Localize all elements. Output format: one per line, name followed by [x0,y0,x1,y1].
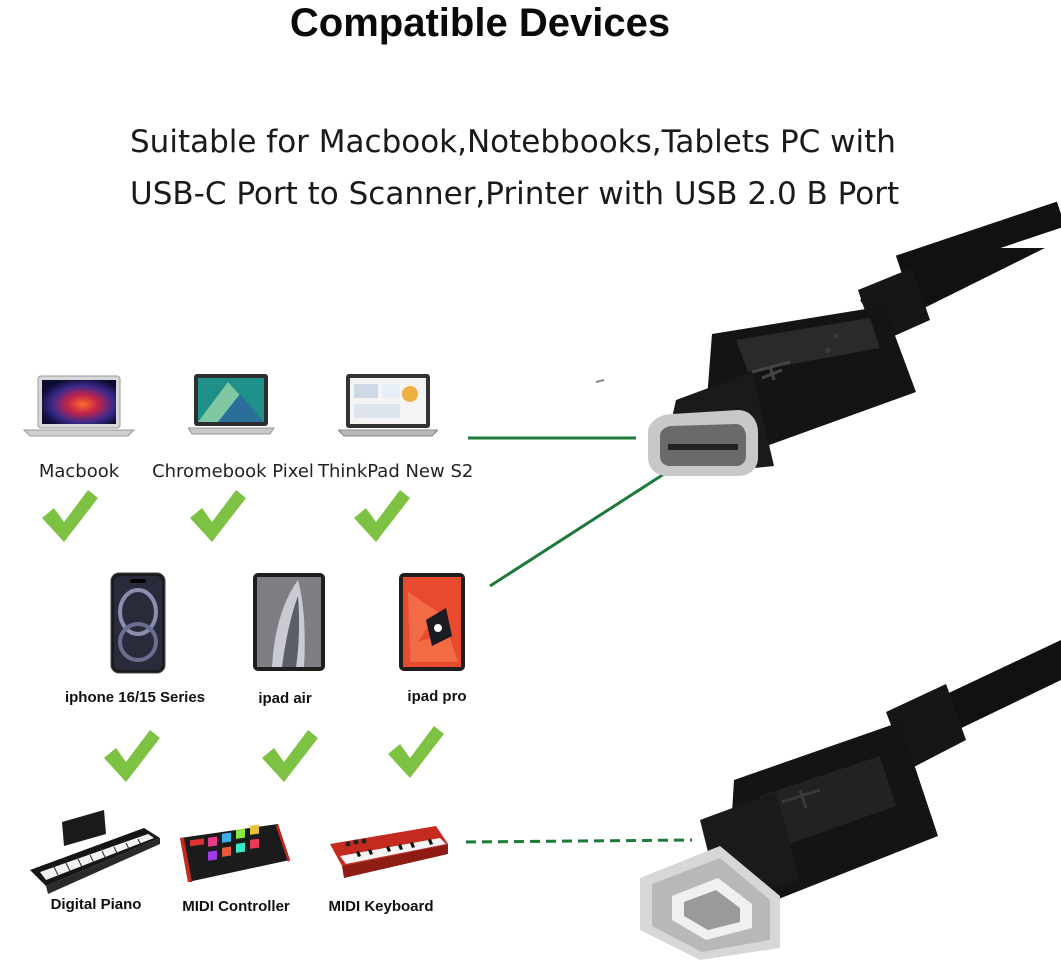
usb-b-connector [640,640,1061,960]
connector-line-instruments [465,838,693,844]
midi-controller-label: MIDI Controller [182,898,290,915]
midi-keyboard-label: MIDI Keyboard [328,898,434,915]
ipad-air-image [252,572,326,672]
check-icon [102,728,160,782]
iphone-label: iphone 16/15 Series [64,689,206,706]
thinkpad-label: ThinkPad New S2 [318,461,474,482]
digital-piano-label: Digital Piano [50,896,142,913]
thinkpad-image [338,372,438,438]
ipad-pro-label: ipad pro [407,688,467,705]
midi-controller-image [178,820,292,884]
midi-keyboard-image [326,822,450,884]
check-icon [386,724,444,778]
description-line-1: Suitable for Macbook,Notebbooks,Tablets … [130,124,896,160]
iphone-image [110,572,166,674]
check-icon [352,488,410,542]
check-icon [40,488,98,542]
usb-c-connector [648,200,1061,476]
check-icon [188,488,246,542]
digital-piano-image [26,806,162,896]
ipad-pro-image [398,572,466,672]
macbook-image [22,372,136,438]
check-icon [260,728,318,782]
page-title: Compatible Devices [289,1,671,45]
ipad-air-label: ipad air [258,690,312,707]
connector-line-tablets [489,472,665,588]
description-line-2: USB-C Port to Scanner,Printer with USB 2… [130,176,900,212]
chromebook-label: Chromebook Pixel [152,461,314,482]
chromebook-image [188,372,276,438]
macbook-label: Macbook [38,461,120,482]
